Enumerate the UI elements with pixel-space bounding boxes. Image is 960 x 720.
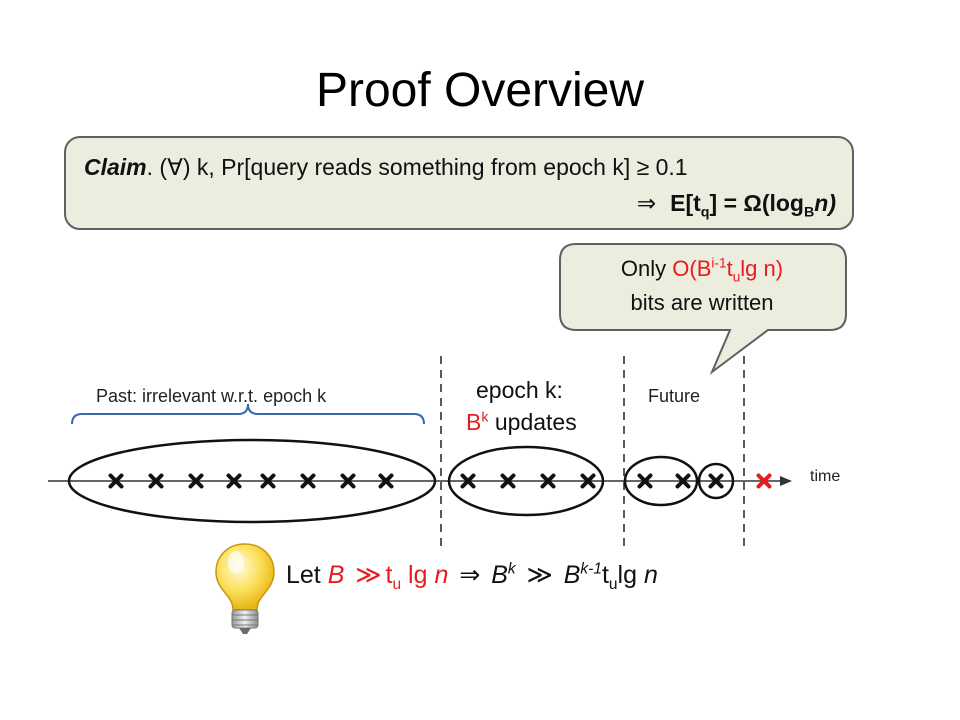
epoch-update-mark: [580, 473, 596, 489]
time-label: time: [810, 468, 841, 485]
future-label: Future: [648, 386, 701, 406]
epoch-update-mark: [460, 473, 476, 489]
past-label: Past: irrelevant w.r.t. epoch k: [96, 386, 327, 406]
future-update-mark: [637, 473, 653, 489]
time-arrow-head: [780, 476, 792, 486]
epoch-update-mark: [500, 473, 516, 489]
past-update-mark: [188, 473, 204, 489]
claim-text: . (∀) k, Pr[query reads something from e…: [146, 154, 688, 180]
claim-conclusion: ⇒E[tq] = Ω(logBn): [636, 190, 836, 221]
epoch-label: epoch k: Bk updates: [466, 377, 577, 435]
callout-text: Only O(Bi-1tulg n) bits are written: [620, 255, 784, 315]
past-update-mark: [340, 473, 356, 489]
callout-shape: [559, 243, 847, 376]
claim-box: Claim. (∀) k, Pr[query reads something f…: [64, 136, 854, 230]
past-ellipse: [67, 438, 437, 524]
epoch-ellipse: [447, 445, 605, 517]
claim-statement: Claim. (∀) k, Pr[query reads something f…: [84, 154, 688, 181]
lightbulb-icon: [215, 543, 275, 634]
past-update-mark: [260, 473, 276, 489]
lg-n-2: lg n: [617, 561, 658, 589]
query-mark: [756, 473, 772, 489]
future-update-mark: [708, 473, 724, 489]
future-ellipse: [623, 455, 699, 507]
claim-label: Claim: [84, 154, 147, 180]
query-circle: [697, 462, 735, 500]
epoch-update-mark: [540, 473, 556, 489]
past-update-mark: [226, 473, 242, 489]
past-update-mark: [300, 473, 316, 489]
past-update-mark: [378, 473, 394, 489]
future-update-mark: [675, 473, 691, 489]
lg-n-1: lg n: [401, 561, 449, 589]
past-update-mark: [108, 473, 124, 489]
bottom-statement: Let B ≫tu lg n ⇒ Bk ≫ Bk-1tulg n: [286, 560, 658, 593]
past-brace: [71, 403, 425, 425]
implies-symbol: ⇒: [636, 190, 657, 216]
page-title: Proof Overview: [315, 64, 645, 117]
update-marks: [108, 473, 772, 489]
past-update-mark: [148, 473, 164, 489]
